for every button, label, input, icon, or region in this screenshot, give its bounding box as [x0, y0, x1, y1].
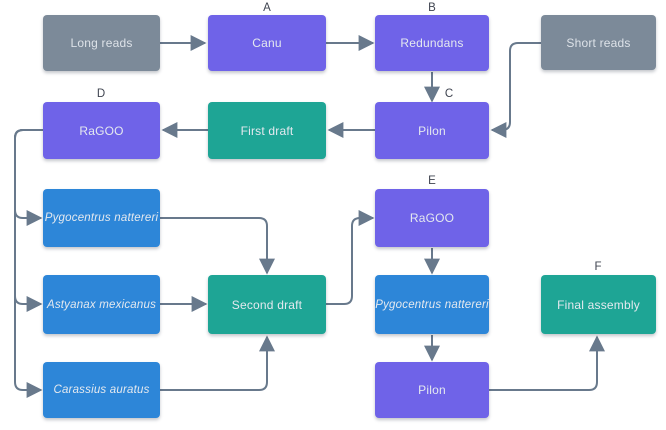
node-label: Pygocentrus nattereri — [44, 212, 159, 224]
connector-pygocentrus-second — [160, 217, 275, 275]
connector-short-reads-pilon — [490, 42, 541, 138]
node-final-assembly: Final assembly — [541, 275, 656, 334]
connector-pilon-final-assembly — [489, 335, 605, 391]
node-long-reads: Long reads — [43, 15, 160, 71]
node-ragoo-e: RaGOO — [375, 189, 489, 247]
node-label: Redundans — [400, 36, 464, 50]
node-label: Long reads — [70, 36, 133, 50]
step-letter-a: A — [263, 2, 271, 14]
connector-ragoo-carassius — [14, 129, 43, 398]
node-first-draft: First draft — [208, 102, 326, 159]
node-canu: Canu — [208, 15, 326, 71]
node-label: Final assembly — [557, 297, 640, 312]
node-short-reads: Short reads — [541, 15, 656, 70]
node-label: RaGOO — [79, 123, 124, 138]
step-letter-d: D — [96, 88, 106, 100]
step-letter-f: F — [594, 261, 602, 273]
node-label: Astyanax mexicanus — [46, 298, 157, 311]
node-label: Short reads — [566, 35, 631, 50]
node-carassius-auratus: Carassius auratus — [43, 362, 160, 418]
node-second-draft: Second draft — [208, 275, 326, 334]
node-label: Second draft — [231, 297, 303, 312]
node-label: Pygocentrus nattereri — [375, 298, 489, 311]
connector-ragoo-pygocentrus — [14, 129, 43, 226]
step-letter-b: B — [428, 2, 436, 14]
node-pilon-bottom: Pilon — [375, 362, 489, 418]
node-pygocentrus-nattereri-left: Pygocentrus nattereri — [43, 189, 160, 247]
node-astyanax-mexicanus: Astyanax mexicanus — [43, 275, 160, 334]
step-letter-c: C — [444, 88, 454, 100]
node-label: Canu — [252, 36, 282, 50]
node-label: Pilon — [418, 123, 446, 138]
node-label: First draft — [240, 123, 294, 138]
node-ragoo-d: RaGOO — [43, 102, 160, 159]
connector-carassius-second — [160, 335, 275, 391]
node-label: Carassius auratus — [53, 384, 150, 396]
node-redundans: Redundans — [375, 15, 489, 71]
node-label: RaGOO — [409, 211, 455, 225]
node-pilon-c: Pilon — [375, 102, 489, 159]
node-pygocentrus-nattereri-mid: Pygocentrus nattereri — [375, 275, 489, 334]
connector-second-ragoo-e — [326, 210, 375, 305]
node-label: Pilon — [418, 383, 446, 397]
step-letter-e: E — [428, 175, 436, 187]
